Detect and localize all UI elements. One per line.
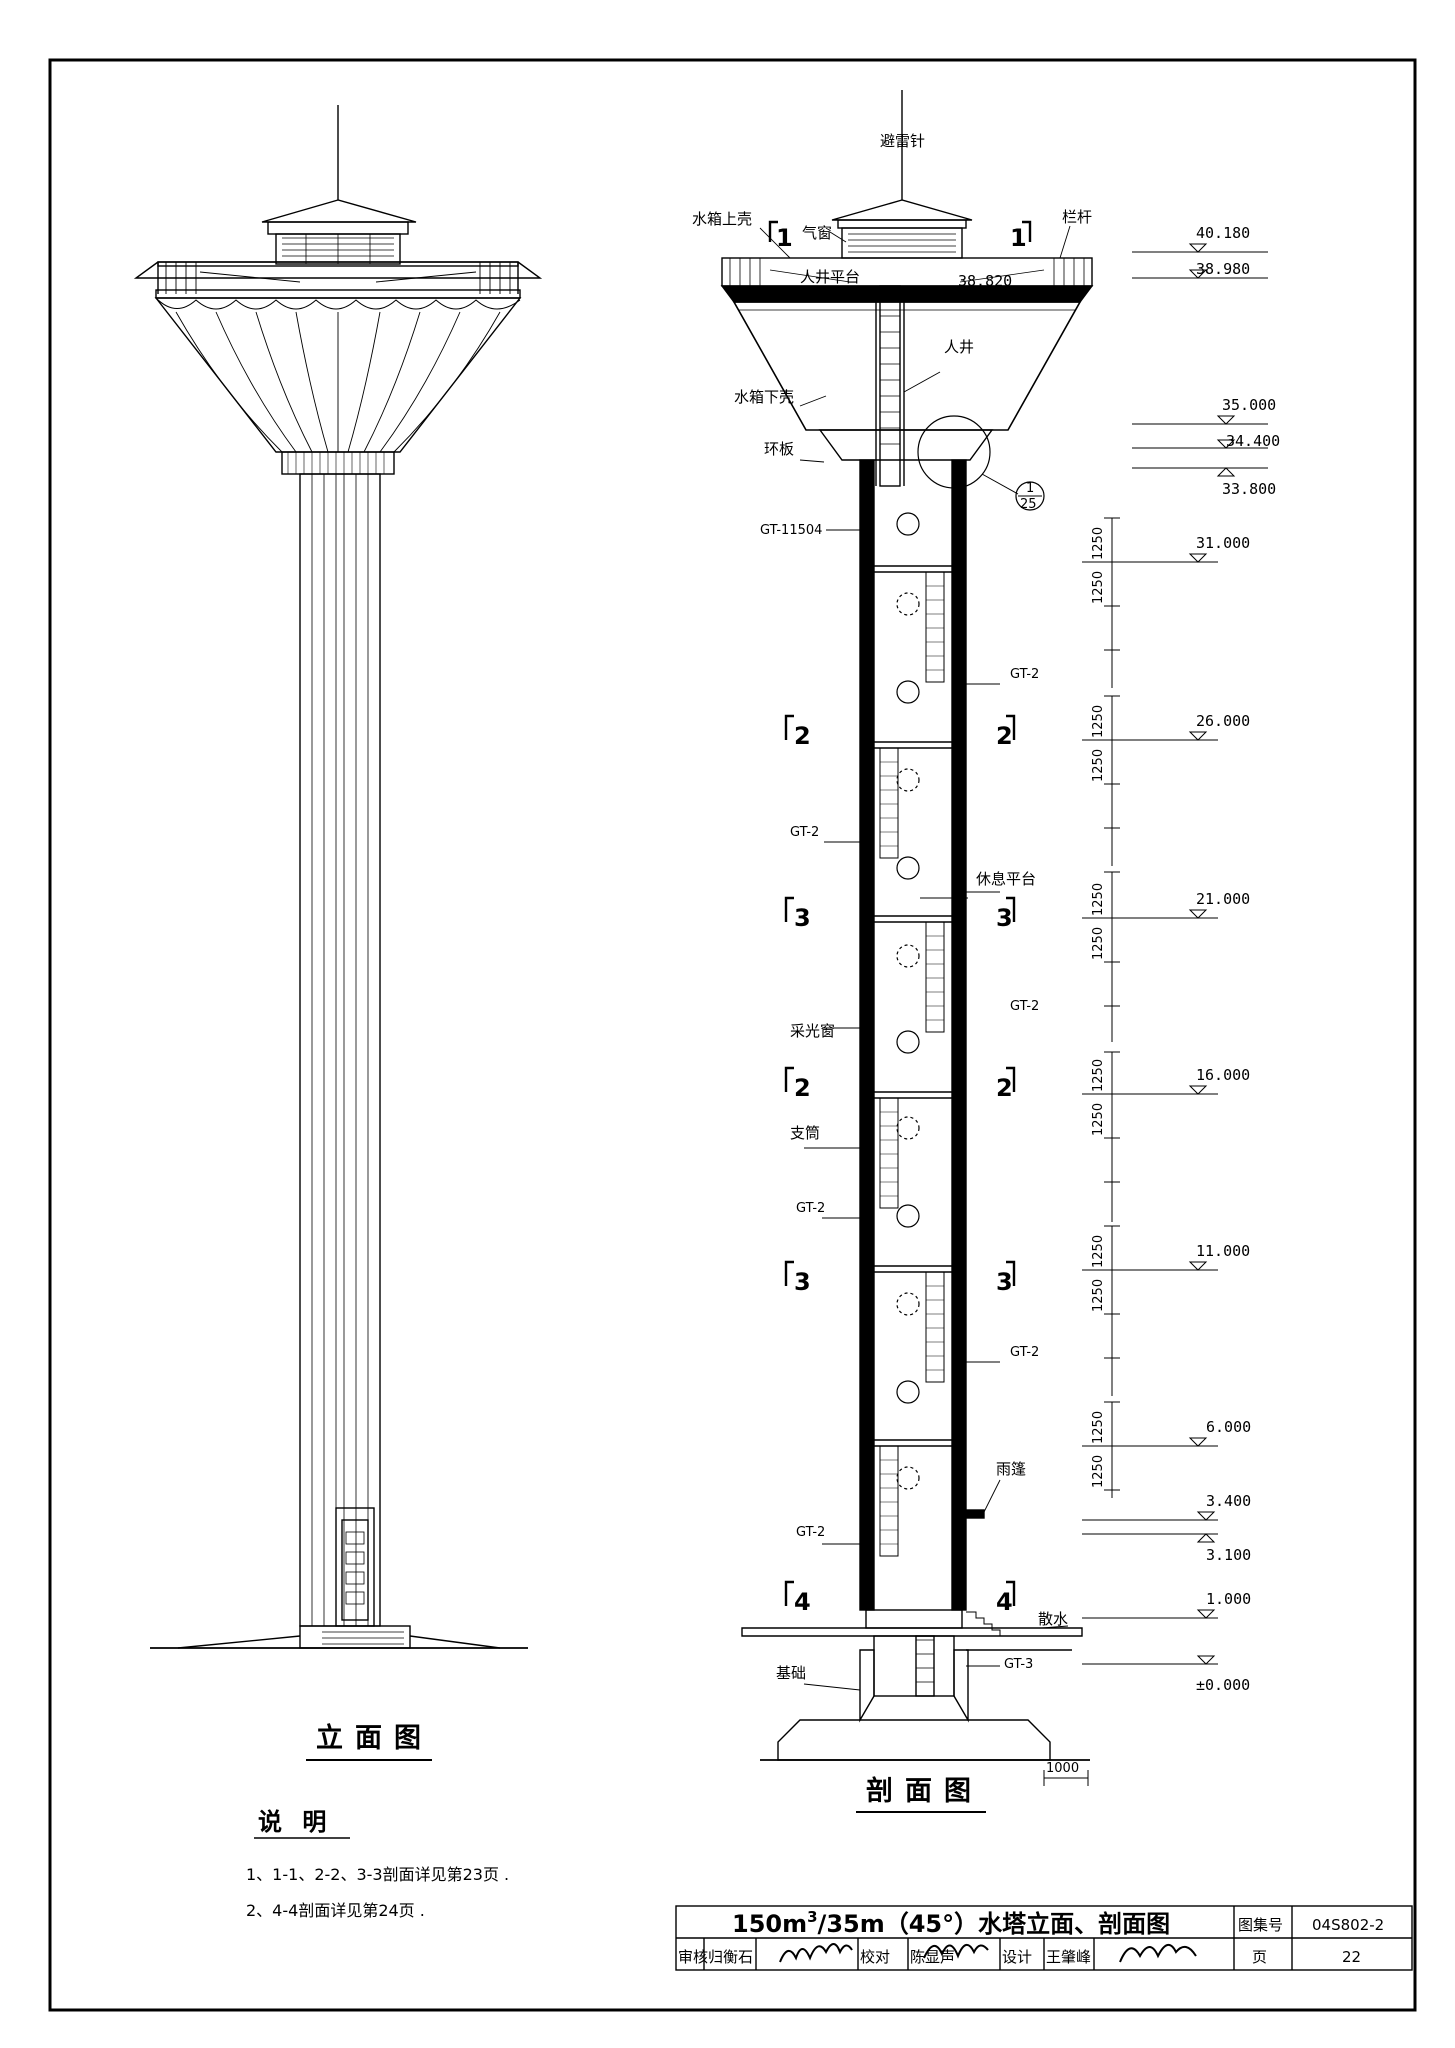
level-16000: 16.000	[1196, 1066, 1250, 1084]
page-label: 页	[1252, 1948, 1267, 1966]
label-tank-upper-shell: 水箱上壳	[692, 210, 752, 228]
atlas-label: 图集号	[1238, 1916, 1283, 1934]
level-21000: 21.000	[1196, 890, 1250, 908]
section-mark-3-right-b: 3	[996, 1268, 1013, 1296]
level-6000: 6.000	[1206, 1418, 1251, 1436]
detail-number: 1	[1026, 481, 1034, 496]
level-35000: 35.000	[1222, 396, 1276, 414]
section-view	[720, 90, 1094, 1761]
label-gt2-f: GT-2	[796, 1525, 825, 1540]
section-mark-3-right-a: 3	[996, 904, 1013, 932]
label-manhole: 人井	[944, 338, 974, 356]
section-mark-1-left: 1	[776, 224, 793, 252]
dim-label: 1250	[1091, 1059, 1106, 1092]
level-11000: 11.000	[1196, 1242, 1250, 1260]
design-label: 设计	[1002, 1948, 1032, 1966]
label-lightning-rod: 避雷针	[880, 132, 925, 150]
label-vent-window: 气窗	[802, 224, 832, 242]
title-sup: 3	[807, 1908, 817, 1926]
section-mark-2-right-a: 2	[996, 722, 1013, 750]
note-1: 1、1-1、2-2、3-3剖面详见第23页 .	[246, 1865, 509, 1884]
checker-name: 陈显声	[910, 1948, 955, 1966]
label-support-tube: 支筒	[790, 1124, 820, 1142]
title-block-title: 150m3/35m（45°）水塔立面、剖面图	[732, 1908, 1170, 1938]
label-apron: 散水	[1038, 1610, 1068, 1628]
sheet-border	[48, 58, 1417, 2012]
level-0: ±0.000	[1196, 1676, 1250, 1694]
check-label: 校对	[860, 1948, 890, 1966]
label-gt2-d: GT-2	[796, 1201, 825, 1216]
level-26000: 26.000	[1196, 712, 1250, 730]
section-title: 剖面图	[866, 1775, 983, 1807]
designer-name: 王肇峰	[1046, 1948, 1091, 1966]
dim-label: 1250	[1091, 1411, 1106, 1444]
page-number: 22	[1342, 1948, 1361, 1966]
atlas-number: 04S802-2	[1312, 1916, 1384, 1934]
label-gt-11504: GT-11504	[760, 523, 822, 538]
reviewer-name: 归衡石	[708, 1948, 753, 1966]
section-title-group: 剖面图	[856, 1775, 986, 1813]
title-block	[675, 1905, 1413, 1971]
section-mark-4-right: 4	[996, 1588, 1013, 1616]
section-leaders	[759, 150, 1071, 1691]
title-main: 150m	[732, 1910, 807, 1938]
section-mark-2-left-a: 2	[794, 722, 811, 750]
signatures	[779, 1943, 1197, 1963]
title-rest: /35m（45°）水塔立面、剖面图	[818, 1910, 1171, 1938]
level-31000: 31.000	[1196, 534, 1250, 552]
level-3400: 3.400	[1206, 1492, 1251, 1510]
dim-label: 1250	[1091, 1103, 1106, 1136]
section-mark-2-right-b: 2	[996, 1074, 1013, 1102]
level-1000: 1.000	[1206, 1590, 1251, 1608]
elevation-title-group: 立面图	[306, 1722, 433, 1761]
label-gt2-b: GT-2	[790, 825, 819, 840]
section-mark-2-left-b: 2	[794, 1074, 811, 1102]
review-label: 审核	[678, 1948, 708, 1966]
label-light-window: 采光窗	[790, 1022, 835, 1040]
level-markers	[1082, 243, 1268, 1665]
label-rest-platform: 休息平台	[976, 870, 1036, 888]
label-canopy: 雨篷	[996, 1460, 1026, 1478]
label-railing: 栏杆	[1062, 208, 1092, 226]
dim-label: 1250	[1091, 883, 1106, 916]
label-ring-plate: 环板	[764, 440, 794, 458]
label-foundation: 基础	[776, 1664, 806, 1682]
level-38980: 38.980	[1196, 260, 1250, 278]
scale-bar-label: 1000	[1046, 1761, 1079, 1776]
section-mark-1-right: 1	[1010, 224, 1027, 252]
level-40180: 40.180	[1196, 224, 1250, 242]
note-2: 2、4-4剖面详见第24页 .	[246, 1901, 425, 1920]
dim-label: 1250	[1091, 749, 1106, 782]
label-tank-lower-shell: 水箱下壳	[734, 388, 794, 406]
detail-page: 25	[1020, 497, 1037, 512]
section-mark-3-left-a: 3	[794, 904, 811, 932]
elevation-title: 立面图	[316, 1722, 433, 1754]
dim-label: 1250	[1091, 927, 1106, 960]
label-manhole-platform: 人井平台	[800, 268, 860, 286]
section-mark-4-left: 4	[794, 1588, 811, 1616]
dim-label: 1250	[1091, 1279, 1106, 1312]
section-cut-marks	[768, 220, 1032, 1606]
section-mark-3-left-b: 3	[794, 1268, 811, 1296]
dim-label: 1250	[1091, 705, 1106, 738]
label-gt3: GT-3	[1004, 1657, 1033, 1672]
dim-label: 1250	[1091, 1455, 1106, 1488]
label-gt2-c: GT-2	[1010, 999, 1039, 1014]
dim-label: 1250	[1091, 527, 1106, 560]
label-gt2-a: GT-2	[1010, 667, 1039, 682]
notes-heading: 说 明	[258, 1808, 332, 1836]
dim-label: 1250	[1091, 1235, 1106, 1268]
elevation-view	[133, 105, 543, 1649]
level-33800: 33.800	[1222, 480, 1276, 498]
level-34400: 34.400	[1226, 432, 1280, 450]
level-38820: 38.820	[958, 272, 1012, 290]
dim-label: 1250	[1091, 571, 1106, 604]
dimension-chains	[1043, 517, 1120, 1786]
label-gt2-e: GT-2	[1010, 1345, 1039, 1360]
level-3100: 3.100	[1206, 1546, 1251, 1564]
